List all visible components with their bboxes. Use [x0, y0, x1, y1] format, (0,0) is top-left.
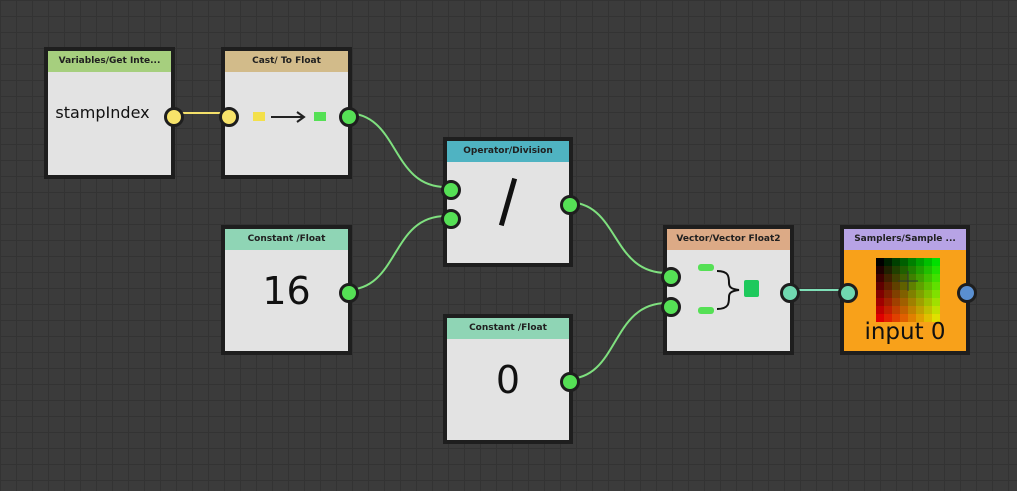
output-port-vec2[interactable] [780, 283, 800, 303]
crosshair-icon [898, 271, 918, 291]
wire-cast-to-division [345, 112, 447, 188]
output-vec2-swatch [744, 280, 759, 297]
output-port-float[interactable] [560, 195, 580, 215]
output-port-int[interactable] [164, 107, 184, 127]
wire-division-to-vec2 [566, 201, 668, 274]
node-header: Vector/Vector Float2 [667, 229, 790, 250]
node-constant-0[interactable]: Constant /Float 0 [443, 314, 580, 444]
node-header: Operator/Division [447, 141, 569, 162]
node-header: Variables/Get Inte... [48, 51, 171, 72]
input-y-swatch [698, 307, 714, 314]
input-port-a[interactable] [441, 180, 461, 200]
input-port-x[interactable] [661, 267, 681, 287]
node-cast-to-float[interactable]: Cast/ To Float [219, 47, 359, 179]
input-port-vec2[interactable] [838, 283, 858, 303]
sampler-input-label: input 0 [864, 319, 946, 345]
node-get-int[interactable]: Variables/Get Inte... stampIndex [44, 47, 184, 179]
node-header: Constant /Float [225, 229, 348, 250]
division-icon [498, 177, 518, 227]
wire-const16-to-division [345, 215, 447, 291]
cast-output-swatch [314, 112, 326, 121]
node-value-label: stampIndex [55, 103, 150, 122]
wire-const0-to-vec2 [566, 302, 668, 380]
input-port-b[interactable] [441, 209, 461, 229]
output-port-float[interactable] [339, 283, 359, 303]
output-port-sampler[interactable] [957, 283, 977, 303]
node-header: Samplers/Sample ... [844, 229, 966, 250]
node-header: Constant /Float [447, 318, 569, 339]
output-port-float[interactable] [560, 372, 580, 392]
arrow-right-icon [271, 111, 306, 123]
input-port-int[interactable] [219, 107, 239, 127]
node-operator-division[interactable]: Operator/Division [441, 137, 580, 267]
node-sampler[interactable]: Samplers/Sample ... input 0 [838, 225, 977, 355]
merge-brace-icon [716, 270, 740, 310]
node-header: Cast/ To Float [225, 51, 348, 72]
sampler-preview-grid [876, 258, 940, 322]
constant-value[interactable]: 0 [495, 358, 521, 402]
cast-input-swatch [253, 112, 265, 121]
output-port-float[interactable] [339, 107, 359, 127]
node-constant-16[interactable]: Constant /Float 16 [221, 225, 359, 355]
constant-value[interactable]: 16 [262, 269, 311, 313]
node-vector-float2[interactable]: Vector/Vector Float2 [661, 225, 800, 355]
input-x-swatch [698, 264, 714, 271]
input-port-y[interactable] [661, 297, 681, 317]
